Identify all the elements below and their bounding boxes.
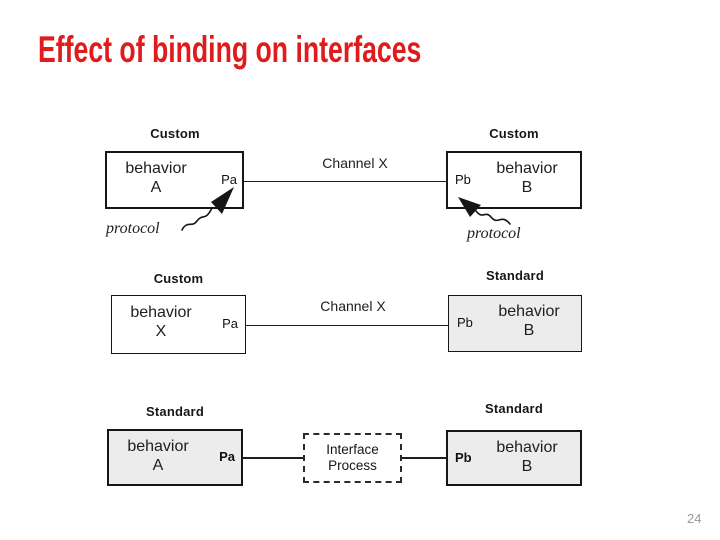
row3-interface-process-line1: Interface — [326, 441, 379, 457]
row1-channel-line — [244, 181, 446, 182]
row3-behavior-a-label: behavior A — [113, 438, 203, 476]
row3-right-connector-line — [402, 457, 446, 459]
row1-behavior-b-box: Pb behavior B — [446, 151, 582, 209]
row1-port-pa: Pa — [221, 172, 237, 187]
row2-behavior-b-box: Pb behavior B — [448, 295, 582, 352]
row2-behavior-x-box: behavior X Pa — [111, 295, 246, 354]
row2-port-pb: Pb — [457, 315, 473, 330]
row2-behavior-b-label: behavior B — [482, 303, 576, 341]
row1-left-protocol-label: protocol — [106, 220, 160, 237]
row1-behavior-b-line2: B — [521, 178, 533, 196]
row2-behavior-b-line2: B — [523, 321, 535, 339]
row3-right-interface-type-label: Standard — [485, 401, 543, 416]
row3-behavior-b-box: Pb behavior B — [446, 430, 582, 486]
row2-channel-label: Channel X — [320, 298, 386, 314]
row3-behavior-a-line2: A — [152, 456, 164, 474]
row3-interface-process-line2: Process — [328, 458, 377, 473]
row2-behavior-x-line1: behavior — [130, 304, 192, 321]
row3-left-interface-type-label: Standard — [146, 404, 204, 419]
row3-behavior-a-line1: behavior — [127, 438, 189, 455]
row3-behavior-b-label: behavior B — [480, 439, 574, 477]
row3-behavior-a-box: behavior A Pa — [107, 429, 243, 486]
slide-title: Effect of binding on interfaces — [38, 29, 422, 70]
row1-behavior-a-line1: behavior — [125, 160, 187, 177]
row1-behavior-a-line2: A — [150, 178, 162, 196]
row3-behavior-b-line1: behavior — [496, 439, 558, 456]
row2-behavior-x-label: behavior X — [116, 304, 206, 342]
row2-behavior-b-line1: behavior — [498, 303, 560, 320]
row2-behavior-x-line2: X — [155, 322, 167, 340]
row1-left-protocol-arrow — [181, 207, 213, 231]
row1-port-pb: Pb — [455, 172, 471, 187]
row2-right-interface-type-label: Standard — [486, 268, 544, 283]
page-number: 24 — [687, 511, 702, 526]
row3-port-pa: Pa — [219, 449, 235, 464]
row3-port-pb: Pb — [455, 450, 472, 465]
row2-left-interface-type-label: Custom — [153, 271, 204, 286]
row1-channel-label: Channel X — [322, 155, 388, 171]
row1-right-protocol-label: protocol — [467, 225, 521, 242]
row1-right-protocol-arrow — [475, 210, 511, 225]
row1-behavior-b-line1: behavior — [496, 160, 558, 177]
row1-left-interface-type-label: Custom — [150, 126, 200, 141]
row2-port-pa: Pa — [222, 316, 238, 331]
row3-behavior-b-line2: B — [521, 457, 533, 475]
row1-behavior-b-label: behavior B — [480, 160, 574, 198]
row3-interface-process-label: Interface Process — [326, 442, 379, 474]
row2-channel-line — [246, 325, 448, 326]
row1-behavior-a-box: behavior A Pa — [105, 151, 244, 209]
row1-right-interface-type-label: Custom — [489, 126, 539, 141]
row3-left-connector-line — [243, 457, 303, 459]
row3-interface-process-box: Interface Process — [303, 433, 402, 483]
row1-behavior-a-label: behavior A — [111, 160, 201, 198]
